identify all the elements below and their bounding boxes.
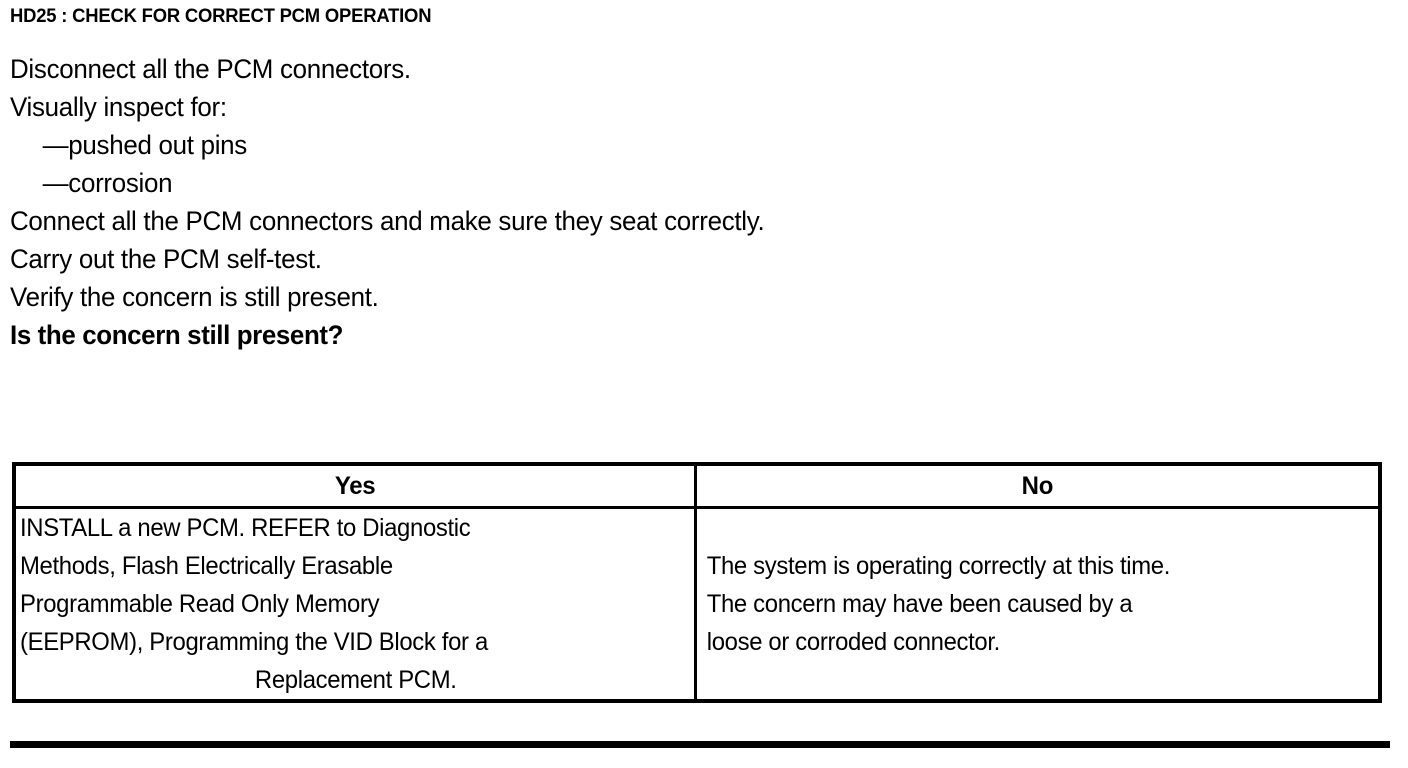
decision-question: Is the concern still present? xyxy=(10,320,344,350)
instruction-line-2: Visually inspect for: xyxy=(10,92,227,122)
cell-yes-line-1: INSTALL a new PCM. REFER to Diagnostic xyxy=(20,514,471,542)
cell-no-line-1: The system is operating correctly at thi… xyxy=(706,552,1170,580)
column-header-no: No xyxy=(693,462,1382,509)
column-header-yes: Yes xyxy=(12,462,697,509)
table-header-row: Yes No xyxy=(12,462,1382,509)
instruction-block: Disconnect all the PCM connectors. Visua… xyxy=(10,50,1390,354)
instruction-line-3: Connect all the PCM connectors and make … xyxy=(10,206,765,236)
cell-no-line-2: The concern may have been caused by a xyxy=(706,590,1132,618)
page-title: HD25 : CHECK FOR CORRECT PCM OPERATION xyxy=(10,6,432,27)
cell-yes-text: INSTALL a new PCM. REFER to Diagnostic M… xyxy=(16,509,694,699)
instruction-line-4: Carry out the PCM self-test. xyxy=(10,244,322,274)
cell-yes-line-3: Programmable Read Only Memory xyxy=(20,590,380,618)
decision-table: Yes No INSTALL a new PCM. REFER to Diagn… xyxy=(12,462,1382,703)
instruction-line-5: Verify the concern is still present. xyxy=(10,282,379,312)
cell-no-action: The system is operating correctly at thi… xyxy=(693,506,1382,703)
cell-yes-line-2: Methods, Flash Electrically Erasable xyxy=(20,552,393,580)
table-row: INSTALL a new PCM. REFER to Diagnostic M… xyxy=(12,506,1382,703)
section-divider-rule xyxy=(10,741,1390,748)
column-header-yes-label: Yes xyxy=(334,471,375,500)
instruction-line-1: Disconnect all the PCM connectors. xyxy=(10,54,411,84)
column-header-no-label: No xyxy=(1021,471,1054,500)
cell-yes-action: INSTALL a new PCM. REFER to Diagnostic M… xyxy=(12,506,697,703)
cell-yes-line-5: Replacement PCM. xyxy=(254,666,457,694)
cell-no-text: The system is operating correctly at thi… xyxy=(697,547,1379,661)
cell-no-line-3: loose or corroded connector. xyxy=(706,628,1000,656)
instruction-bullet-2: —corrosion xyxy=(42,168,173,198)
instruction-bullet-1: —pushed out pins xyxy=(42,130,248,160)
cell-yes-line-4: (EEPROM), Programming the VID Block for … xyxy=(20,628,488,656)
